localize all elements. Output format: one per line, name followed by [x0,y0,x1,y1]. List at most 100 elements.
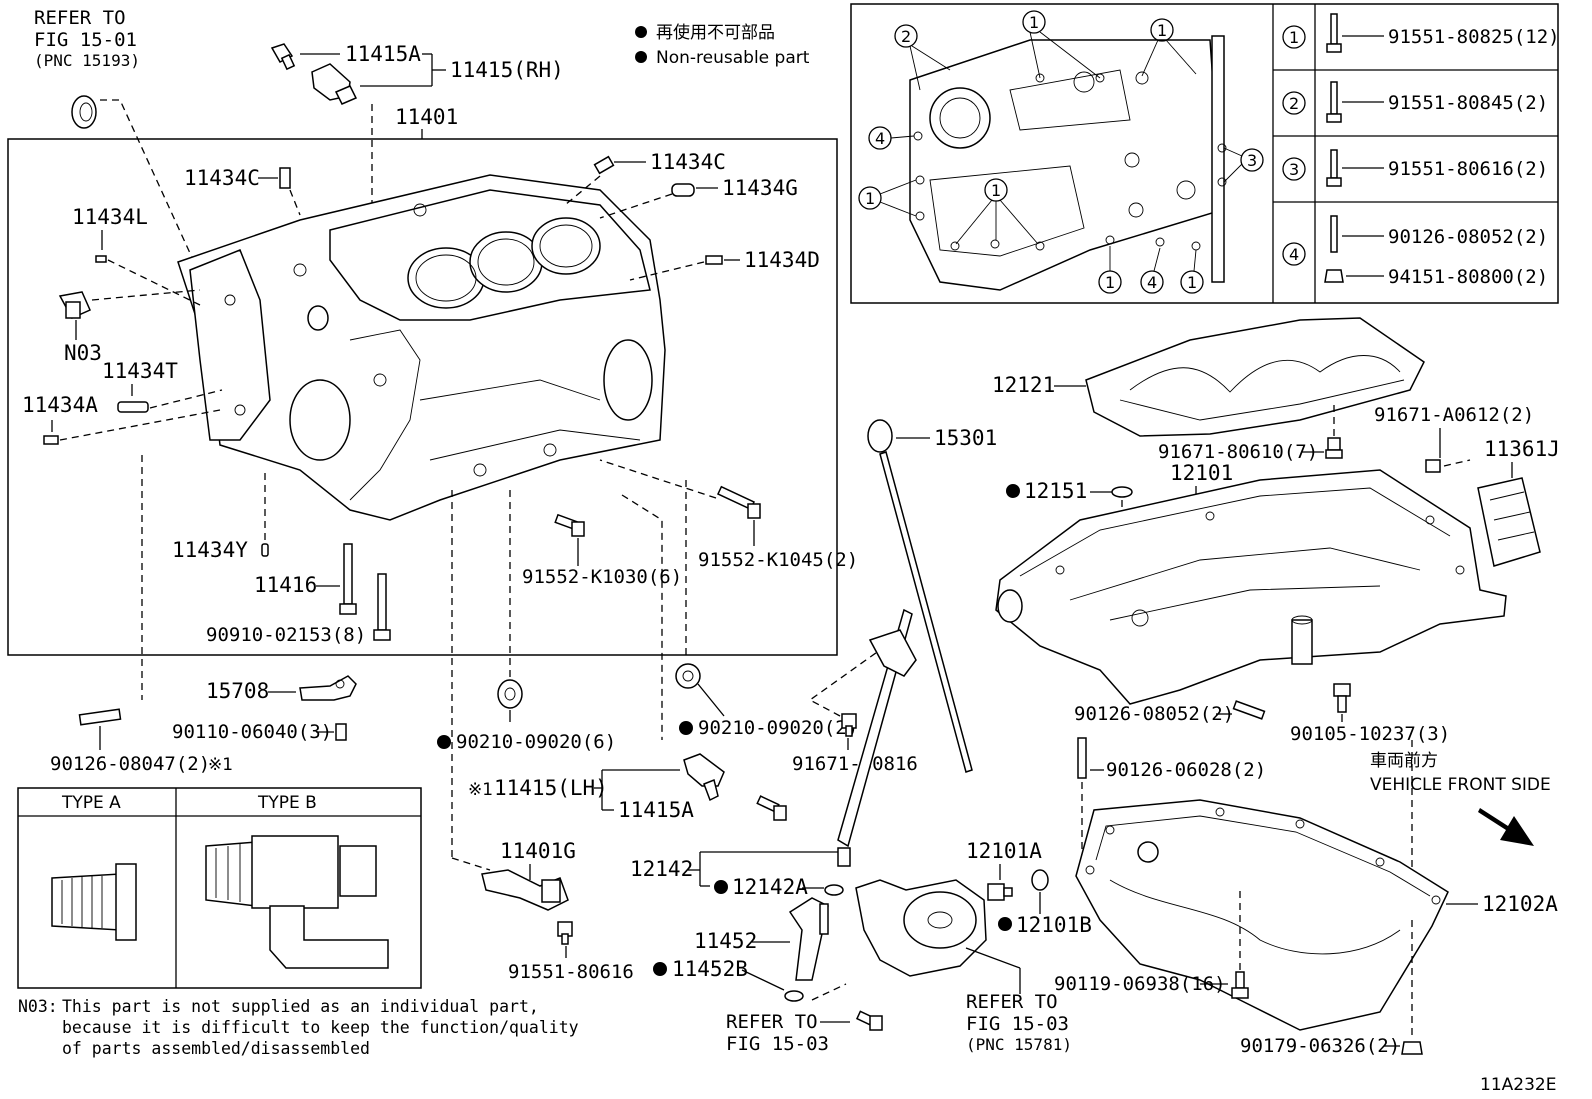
label-15301: 15301 [934,426,997,450]
bolt-icon [1326,149,1342,187]
non-reusable-dot-icon [679,721,693,735]
refer-bottom-right-line2: FIG 15-03 [966,1013,1069,1035]
non-reusable-dot-icon [998,917,1012,931]
type-a-header: TYPE A [61,793,121,813]
label-90910: 90910-02153(8) [206,624,366,646]
timing-cover-part [909,35,1227,291]
sensor-11401G-part [481,869,569,911]
guide-12142-part [837,608,917,867]
note-line-2: because it is difficult to keep the func… [62,1018,579,1037]
label-11434C-left: 11434C [184,166,260,190]
label-12151: 12151 [1024,479,1087,503]
sensor-bolt-top-part [270,43,296,71]
pin-11434T-part [117,401,149,413]
bolt-table-part-4b: 94151-80800(2) [1388,266,1548,288]
note-prefix: N03: [18,997,58,1016]
bolt-91671-80610-part [1325,437,1343,459]
front-direction-arrow-icon [1478,808,1534,846]
stud-90126-08047-part [78,708,122,726]
label-11434Y: 11434Y [172,538,248,562]
refer-bottom-left-line1: REFER TO [726,1011,818,1033]
label-11434C-right: 11434C [650,150,726,174]
engine-block-part [177,174,666,521]
label-15708: 15708 [206,679,269,703]
dipstick-15301-part [867,419,973,773]
label-91552-K1030: 91552-K1030(6) [522,566,682,588]
bolt-91551-80616-part [557,921,573,945]
svg-text:1: 1 [1157,21,1167,40]
label-11416: 11416 [254,573,317,597]
label-11401G: 11401G [500,839,576,863]
svg-text:2: 2 [901,27,911,46]
label-91671-A0612: 91671-A0612(2) [1374,404,1534,426]
label-11434T: 11434T [102,359,178,383]
refer-bottom-right-line3: (PNC 15781) [966,1035,1072,1054]
label-11452: 11452 [694,929,757,953]
legend-en: Non-reusable part [656,48,810,68]
knock-sensor-lh-part [683,753,725,802]
label-12142: 12142 [630,857,693,881]
bolt-90105-part [1333,683,1351,713]
label-90105: 90105-10237(3) [1290,723,1450,745]
bolt-icon [1326,81,1342,123]
seal-ring-part [71,95,97,129]
svg-text:1: 1 [1029,13,1039,32]
non-reusable-dot-icon [635,26,647,38]
callouts: 2 1 1 4 3 1 1 1 4 1 [858,10,1264,294]
oil-strainer-part [855,879,987,977]
label-11415A-top: 11415A [345,42,421,66]
bolt-91671-80816-part [841,713,857,737]
plug-N03-part [58,291,91,319]
nut-icon [1324,269,1344,283]
svg-text:1: 1 [1289,28,1299,47]
label-11361J: 11361J [1484,437,1560,461]
label-11434D: 11434D [744,248,820,272]
svg-text:4: 4 [875,129,885,148]
washer-90210-a-part [497,679,523,709]
oil-pan-upper-12101-part [995,469,1507,705]
non-reusable-dot-icon [653,962,667,976]
label-11434L: 11434L [72,205,148,229]
plug-11434D-part [705,255,723,265]
stud-icon [1330,215,1338,253]
label-90110: 90110-06040(3) [172,721,332,743]
type-table: TYPE A TYPE B [17,787,422,989]
bolt-table-part-4a: 90126-08052(2) [1388,226,1548,248]
label-90126-06028: 90126-06028(2) [1106,759,1266,781]
stud-90126-06028-part [1077,737,1087,779]
label-91551-80616: 91551-80616 [508,961,634,983]
refer-top-line3: (PNC 15193) [34,51,140,70]
label-12102A: 12102A [1482,892,1558,916]
label-11415A-bottom: 11415A [618,798,694,822]
plug-11434C-right-part [593,155,615,175]
svg-text:1: 1 [865,189,875,208]
label-90126-08052: 90126-08052(2) [1074,703,1234,725]
knock-sensor-rh-part [311,63,358,105]
mark-1-lh: ※1 [468,780,493,800]
label-12142A: 12142A [732,875,808,899]
label-11415LH: 11415(LH) [494,776,608,800]
vehicle-front-en: VEHICLE FRONT SIDE [1370,775,1551,795]
label-11452B: 11452B [672,957,748,981]
svg-text:4: 4 [1147,273,1157,292]
non-reusable-dot-icon [635,51,647,63]
legend-jp: 再使用不可部品 [656,22,775,43]
label-90119: 90119-06938(16) [1054,973,1226,995]
bolt-table: 1 2 3 4 [1282,25,1306,266]
refer-bottom-right-line1: REFER TO [966,991,1058,1013]
bolt-91671-A0612-part [1425,459,1441,473]
bolt-icon [1326,13,1342,53]
figure-id: 11A232E [1480,1075,1556,1095]
svg-text:2: 2 [1289,94,1299,113]
non-reusable-dot-icon [437,735,451,749]
svg-text:3: 3 [1247,151,1257,170]
bolt-table-part-3: 91551-80616(2) [1388,158,1548,180]
type-a-plug-icon [51,863,137,941]
note-line-1: This part is not supplied as an individu… [62,997,539,1016]
label-N03: N03 [64,341,102,365]
gasket-12101B-part [1031,869,1049,891]
svg-text:4: 4 [1289,245,1299,264]
plug-11434C-left-part [279,167,291,189]
label-12121: 12121 [992,373,1055,397]
